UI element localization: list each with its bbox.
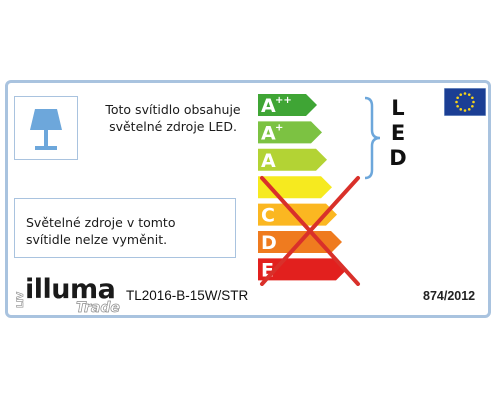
- energy-label-frame: [5, 80, 491, 318]
- energy-class-letter: A: [261, 150, 276, 172]
- eu-star-icon: [456, 96, 459, 100]
- brand-tagline: Trade: [76, 300, 120, 316]
- energy-class-letter: A: [261, 122, 276, 144]
- eu-star-icon: [472, 100, 475, 104]
- led-letter: L: [391, 96, 405, 120]
- energy-class-superscript: +: [275, 122, 283, 133]
- eu-star-icon: [455, 100, 458, 104]
- illuma-trade-logo: LIV illuma Trade: [16, 274, 121, 316]
- regulation-number: 874/2012: [423, 289, 476, 303]
- excluded-classes-cross: [260, 176, 360, 286]
- energy-class-letter: C: [261, 205, 275, 227]
- lamp-icon: [30, 109, 62, 150]
- replaceability-note-text: Světelné zdroje v tomto svítidle nelze v…: [26, 214, 226, 248]
- eu-star-icon: [467, 93, 471, 96]
- energy-class-superscript: ++: [275, 95, 292, 106]
- led-label: L E D: [386, 96, 410, 171]
- brand-prefix: LIV: [16, 292, 26, 308]
- eu-star-icon: [463, 92, 467, 95]
- eu-star-icon: [467, 108, 471, 111]
- note-text-line: Světelné zdroje v tomto: [26, 215, 176, 230]
- led-letter: D: [389, 146, 407, 170]
- led-letter: E: [390, 121, 406, 145]
- energy-class-arrow: E: [258, 258, 347, 281]
- brace-icon: [364, 96, 381, 180]
- eu-flag-icon: [444, 88, 486, 116]
- eu-star-icon: [463, 109, 467, 112]
- eu-star-icon: [456, 104, 459, 108]
- note-text-line: svítidle nelze vyměnit.: [26, 232, 168, 247]
- model-number: TL2016-B-15W/STR: [126, 288, 249, 303]
- eu-star-icon: [471, 96, 474, 100]
- energy-class-letter: A: [261, 95, 276, 117]
- info-text-line: světelné zdroje LED.: [109, 119, 237, 134]
- energy-class-letter: D: [261, 232, 277, 254]
- luminaire-info-text: Toto svítidlo obsahuje světelné zdroje L…: [98, 101, 248, 135]
- eu-star-icon: [459, 93, 463, 96]
- eu-star-icon: [471, 104, 474, 108]
- lamp-pictogram-box: [14, 96, 78, 160]
- energy-class-arrow: A+: [258, 121, 322, 144]
- energy-class-arrow: A: [258, 148, 327, 172]
- energy-class-arrow: A++: [258, 94, 317, 117]
- eu-star-icon: [459, 108, 463, 111]
- brand-name: illuma: [25, 274, 115, 305]
- replaceability-note-box: [14, 198, 236, 258]
- info-text-line: Toto svítidlo obsahuje: [105, 102, 241, 117]
